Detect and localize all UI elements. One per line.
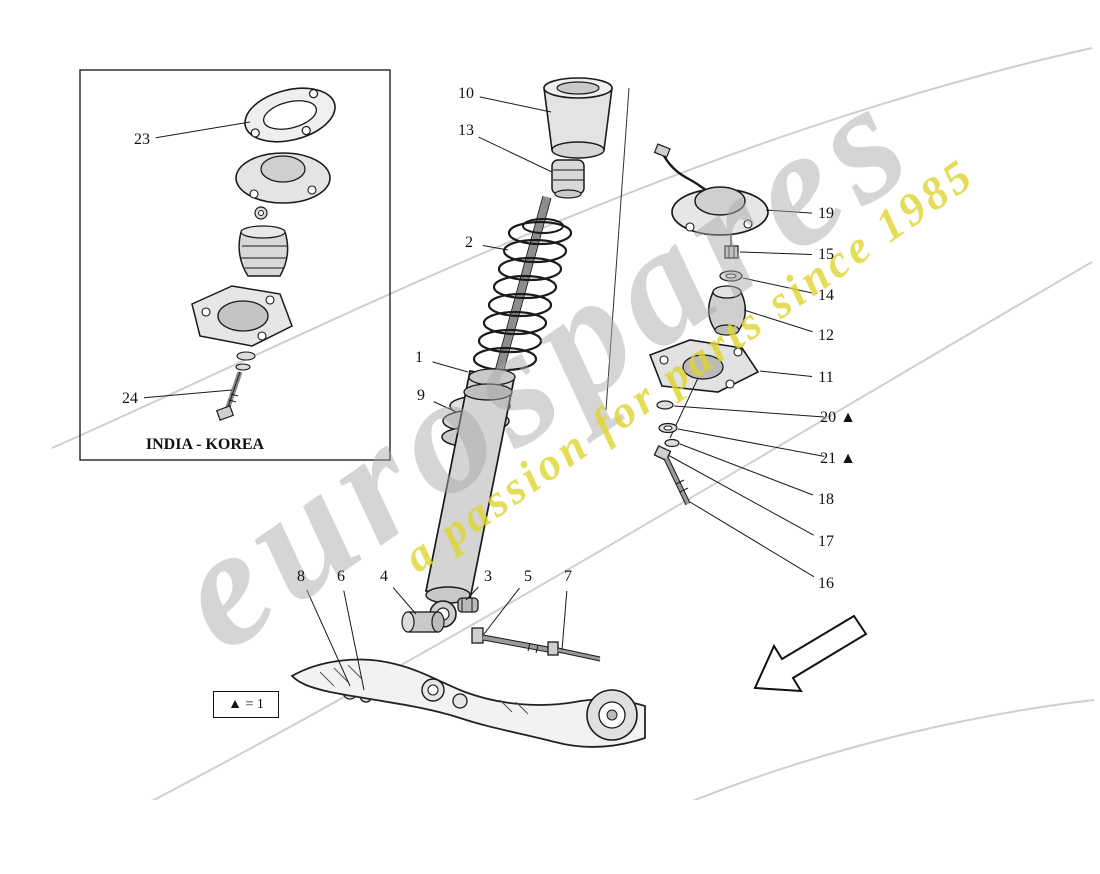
leader-line-11 [759, 370, 813, 378]
legend-text: ▲ = 1 [228, 696, 264, 712]
leader-line-14 [742, 277, 813, 294]
leader-line-13 [478, 136, 553, 173]
suspension-arm [290, 658, 646, 748]
coil-spring-part [472, 218, 573, 372]
leader-line-21 [677, 428, 825, 457]
inset-border [79, 69, 391, 461]
inset-bump-rubber-part [238, 225, 289, 277]
mount-bolt-part [653, 445, 691, 506]
background-swoosh-1 [51, 47, 1093, 449]
leader-line-5 [483, 587, 520, 635]
direction-arrow [753, 614, 868, 693]
inset-region-label: INDIA - KOREA [145, 436, 265, 453]
bump-stop-part [551, 159, 585, 199]
inset-mount-plate-part [235, 152, 331, 204]
leader-line-17 [667, 454, 814, 536]
leader-line-1 [432, 361, 469, 373]
washer-part-14 [719, 270, 743, 282]
background-swoosh-3 [692, 699, 1095, 800]
lower-eye-bushing-part [401, 597, 479, 633]
inset-hex-plate-part [191, 285, 293, 347]
leader-line-16 [689, 501, 815, 578]
leader-line-6 [343, 590, 365, 691]
sensor-plate-part [653, 143, 769, 246]
leader-line-23 [155, 121, 251, 139]
nut-part [724, 245, 739, 259]
background-swooshes [51, 47, 1095, 800]
leader-line-9 [433, 401, 453, 411]
inset-bolt-part [215, 351, 256, 421]
leader-line-4 [392, 587, 417, 615]
shock-absorber-assembly [342, 77, 630, 703]
shock-body-part [424, 368, 516, 604]
leader-line-3 [465, 586, 479, 601]
leader-line-20 [673, 405, 825, 418]
leader-line-7 [561, 590, 568, 651]
inset-diagram [79, 69, 391, 461]
leader-line-24 [143, 389, 233, 399]
lower-bolts-part [471, 627, 601, 662]
legend-box: ▲ = 1 [213, 691, 279, 718]
gasket-plate-part [244, 87, 336, 143]
leader-line-19 [765, 209, 813, 214]
leader-line-2 [482, 244, 509, 251]
leader-line-10 [479, 96, 552, 113]
piston-rod-part [494, 195, 552, 374]
inset-washer-part [254, 206, 268, 220]
stack-washers-part [656, 400, 680, 448]
leader-line-15 [739, 251, 813, 256]
group-bracket-line [605, 87, 630, 411]
leader-line-8 [306, 589, 351, 687]
leader-line-12 [743, 309, 813, 333]
dust-cover-part [543, 77, 613, 159]
diagram-stage: eurospares a passion for parts since 198… [51, 43, 1095, 800]
mounting-plate-part [648, 339, 760, 439]
bump-rubber-part [708, 285, 746, 336]
upper-mount-assembly [648, 143, 769, 506]
leader-line-18 [679, 443, 814, 496]
background-swoosh-2 [151, 261, 1093, 800]
leader-lines [143, 96, 825, 691]
diagram-svg [51, 47, 1095, 800]
